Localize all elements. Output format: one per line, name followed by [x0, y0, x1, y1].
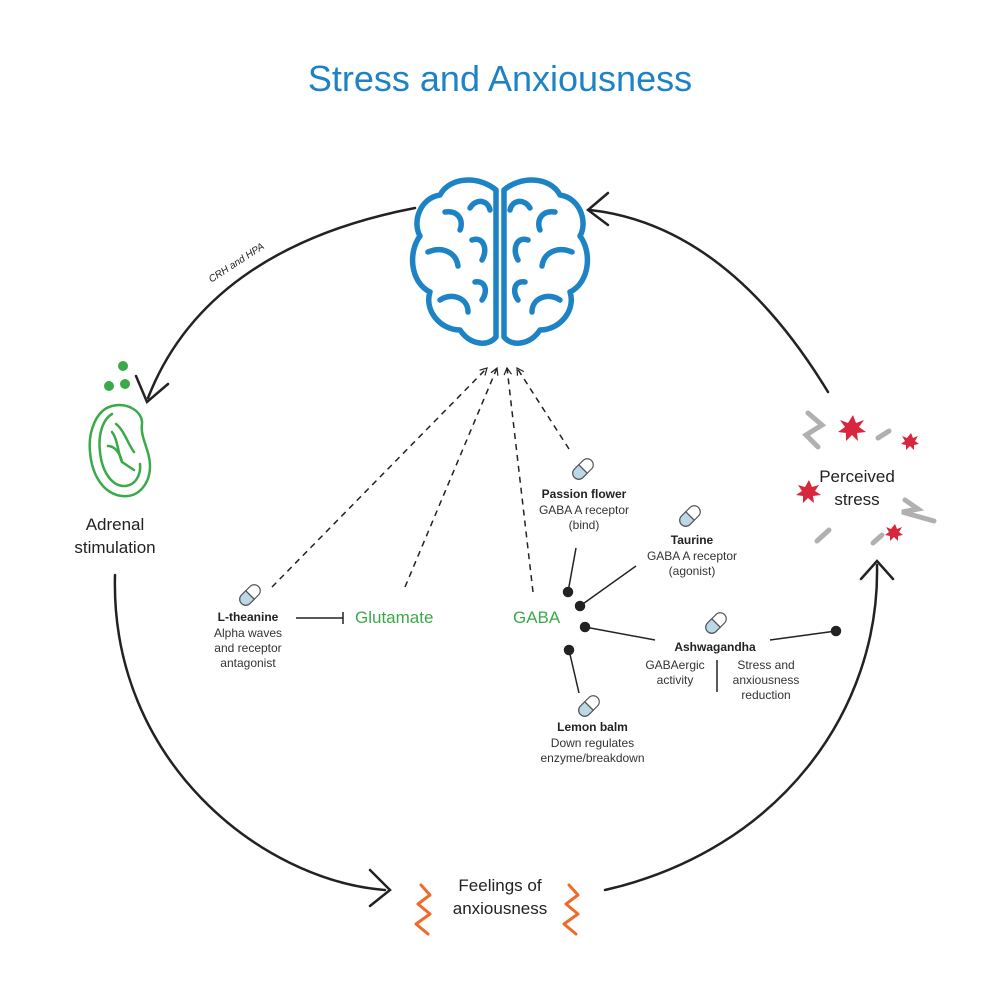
glutamate-label: Glutamate — [355, 608, 434, 627]
taurine-block: Taurine GABA A receptor (agonist) — [632, 533, 752, 579]
page-title: Stress and Anxiousness — [307, 58, 693, 99]
arrow-adrenal-to-anxiety — [113, 573, 387, 892]
ltheanine-desc: Alpha waves and receptor antagonist — [213, 626, 283, 670]
arrow-brain-to-adrenal-head — [134, 374, 170, 405]
adrenal-gland-icon — [88, 361, 152, 498]
arrow-stress-to-brain-head — [585, 191, 610, 227]
lemon-balm-desc: Down regulates enzyme/breakdown — [540, 736, 645, 765]
gaba-connectors — [562, 547, 842, 694]
arrow-stress-to-brain — [588, 208, 830, 394]
perceived-stress-label-text: Perceived stress — [819, 467, 895, 509]
ashwagandha-desc-left: GABAergic activity — [645, 658, 705, 687]
adrenal-label-text: Adrenal stimulation — [74, 515, 156, 557]
zigzag-icon — [414, 883, 580, 936]
adrenal-label: Adrenal stimulation — [55, 513, 175, 559]
arrow-anxiety-to-stress-head — [859, 559, 895, 581]
stress-dashes — [802, 410, 937, 546]
taurine-desc: GABA A receptor (agonist) — [646, 549, 738, 578]
lemon-balm-block: Lemon balm Down regulates enzyme/breakdo… — [530, 720, 655, 766]
anxiety-label-text: Feelings of anxiousness — [452, 876, 548, 918]
passion-flower-desc: GABA A receptor (bind) — [538, 503, 630, 532]
ashwagandha-name: Ashwagandha — [674, 640, 756, 654]
ltheanine-block: L-theanine Alpha waves and receptor anta… — [198, 610, 298, 671]
cycle-arrows — [113, 191, 895, 908]
arrow-brain-to-adrenal — [146, 206, 417, 400]
ashwagandha-desc-right: Stress and anxiousness reduction — [732, 658, 800, 702]
brain-icon — [409, 177, 591, 346]
taurine-name: Taurine — [670, 533, 714, 547]
arrow-adrenal-to-anxiety-head — [368, 868, 392, 908]
lemon-balm-name: Lemon balm — [557, 720, 628, 734]
arrow-anxiety-to-stress — [603, 563, 879, 892]
anxiety-label: Feelings of anxiousness — [435, 874, 565, 920]
dashed-connectors — [271, 366, 570, 593]
stress-decor — [796, 410, 937, 546]
passion-flower-name: Passion flower — [541, 487, 627, 501]
passion-flower-block: Passion flower GABA A receptor (bind) — [524, 487, 644, 533]
perceived-stress-label: Perceived stress — [807, 465, 907, 511]
ltheanine-name: L-theanine — [217, 610, 279, 624]
burst-icon — [796, 415, 919, 541]
gaba-label: GABA — [513, 608, 561, 627]
inhibit-connector — [296, 612, 344, 624]
